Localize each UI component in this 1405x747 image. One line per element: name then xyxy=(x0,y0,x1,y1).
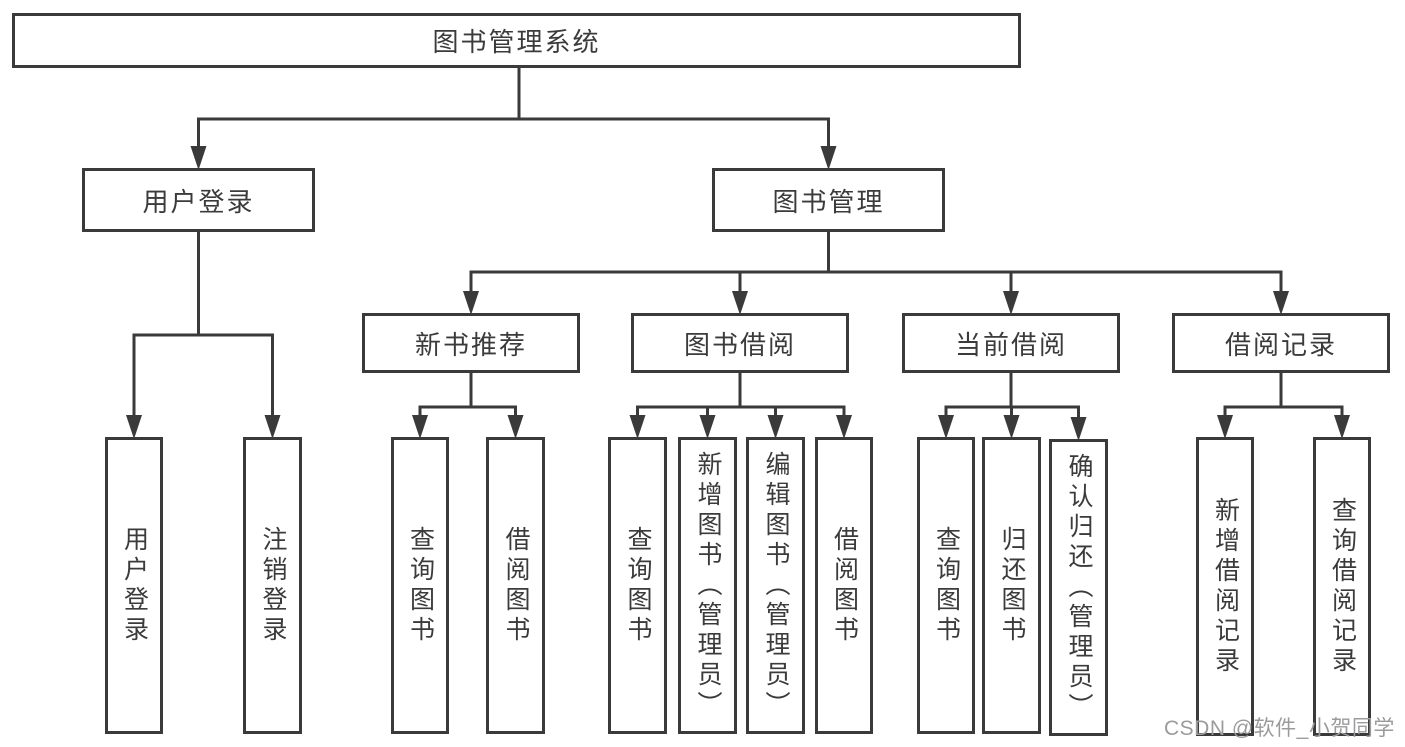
arrow-down-icon xyxy=(264,415,281,439)
arrow-down-icon xyxy=(126,415,142,439)
arrow-down-icon xyxy=(732,291,748,315)
arrow-down-icon xyxy=(1217,415,1233,439)
arrow-down-icon xyxy=(463,291,479,315)
arrow-down-icon xyxy=(1070,417,1087,441)
arrow-down-icon xyxy=(190,146,207,170)
arrow-down-icon xyxy=(767,415,784,439)
arrow-down-icon xyxy=(1003,291,1019,315)
arrow-down-icon xyxy=(629,415,646,439)
watermark: CSDN @软件_小贺同学 xyxy=(1164,717,1395,740)
arrow-down-icon xyxy=(820,146,837,170)
arrow-down-icon xyxy=(938,415,954,439)
arrow-down-icon xyxy=(1273,291,1289,315)
arrow-down-icon xyxy=(1334,415,1350,439)
arrow-down-icon xyxy=(507,415,524,439)
arrow-down-icon xyxy=(836,415,852,439)
arrow-down-icon xyxy=(699,415,716,439)
arrow-down-icon xyxy=(1003,415,1020,439)
arrow-down-icon xyxy=(412,415,428,439)
